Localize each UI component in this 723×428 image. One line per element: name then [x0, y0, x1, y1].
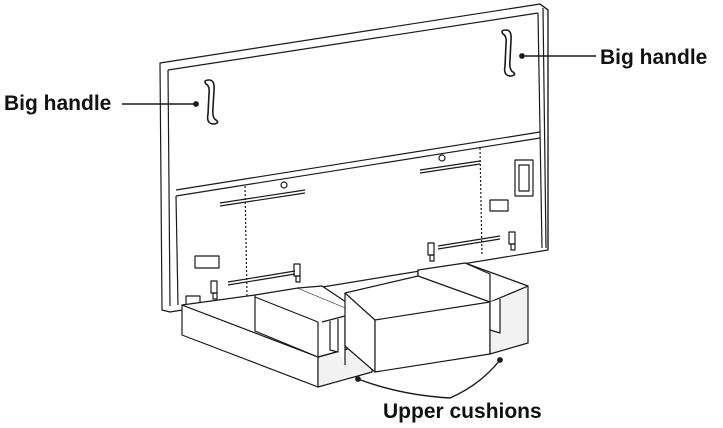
upper-cushion-left	[182, 286, 372, 387]
big-handle-label-left: Big handle	[4, 93, 111, 114]
big-handle-label-right: Big handle	[600, 47, 707, 68]
upper-cushions-label: Upper cushions	[383, 401, 542, 422]
tv-back-panel	[160, 4, 548, 312]
